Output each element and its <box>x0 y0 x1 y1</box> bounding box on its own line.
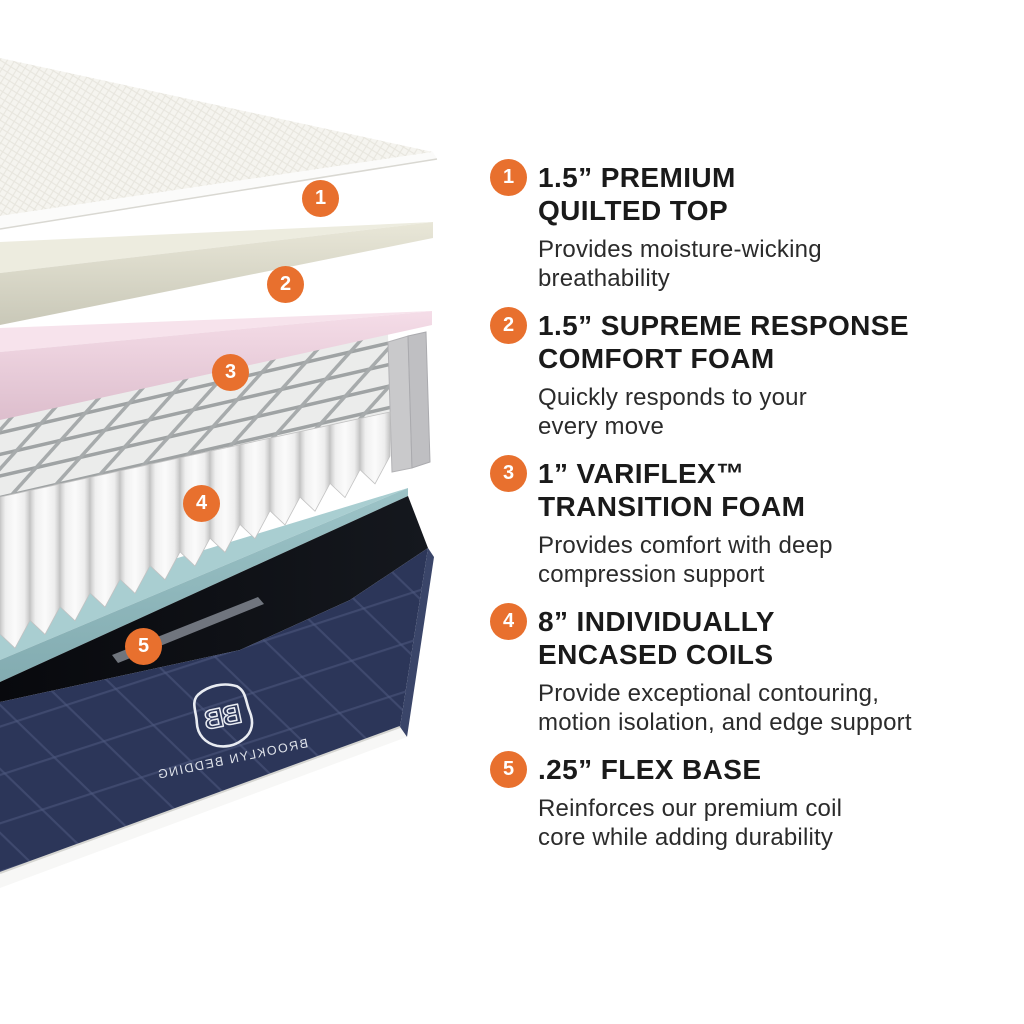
feature-item-flex-base: 5 .25” FLEX BASE Reinforces our premium … <box>490 751 1010 852</box>
layer-marker-4: 4 <box>183 485 220 522</box>
end-coil <box>407 331 431 469</box>
base-side-face <box>400 548 434 737</box>
feature-number-badge: 4 <box>490 603 527 640</box>
base-bottom-rim <box>0 727 407 888</box>
layer-comfort-foam <box>0 222 433 325</box>
layer-quilted-top <box>0 58 438 230</box>
feature-number-badge: 3 <box>490 455 527 492</box>
layer-coils <box>0 331 431 649</box>
feature-number-badge: 2 <box>490 307 527 344</box>
feature-title: .25” FLEX BASE <box>538 754 762 785</box>
feature-number-badge: 1 <box>490 159 527 196</box>
layer-marker-1: 1 <box>302 180 339 217</box>
feature-description: Provide exceptional contouring,motion is… <box>538 680 912 736</box>
mattress-base: BB BROOKLYN BEDDING <box>0 548 434 888</box>
layer-marker-5: 5 <box>125 628 162 665</box>
layer-marker-2: 2 <box>267 266 304 303</box>
layer-flex-base <box>0 488 408 682</box>
feature-number-badge: 5 <box>490 751 527 788</box>
layer-marker-3: 3 <box>212 354 249 391</box>
